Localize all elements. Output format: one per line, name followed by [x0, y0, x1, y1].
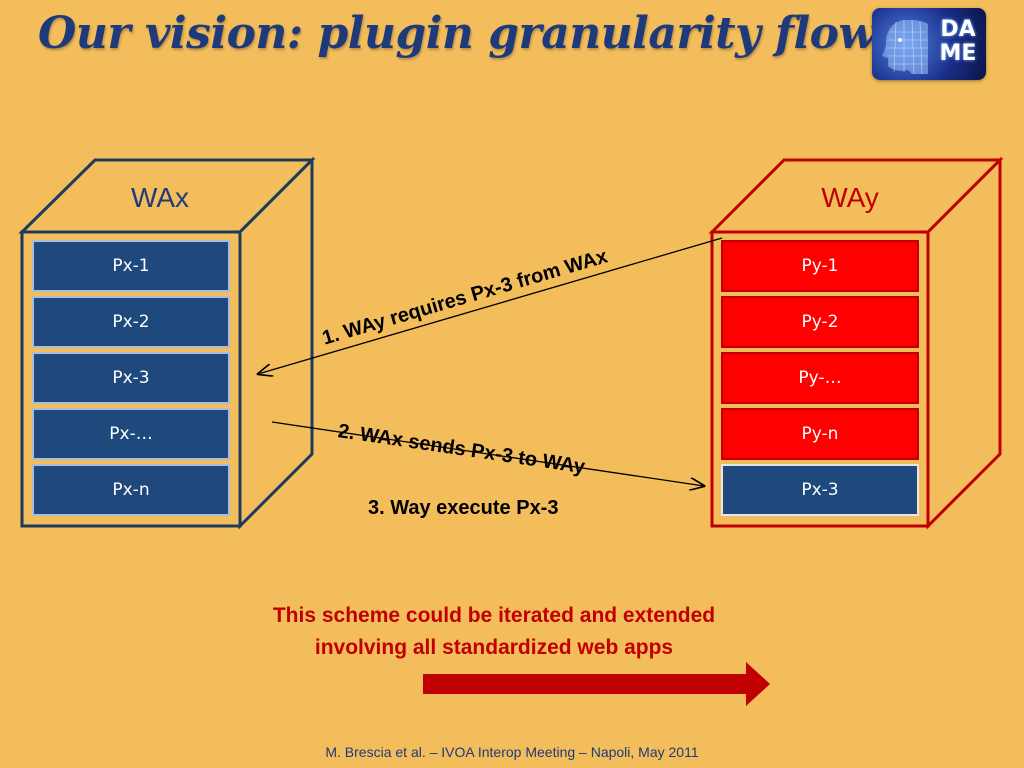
wax-plugin-4: Px-… — [32, 408, 230, 460]
step-3-label: 3. Way execute Px-3 — [368, 497, 559, 519]
face-wireframe-icon — [882, 19, 928, 75]
wax-label: WAx — [130, 182, 190, 213]
send-arrow — [271, 421, 704, 486]
wax-plugin-5: Px-n — [32, 464, 230, 516]
way-label: WAy — [821, 182, 879, 213]
way-plugin-received: Px-3 — [721, 464, 919, 516]
page-title: Our vision: plugin granularity flow — [38, 8, 876, 59]
way-plugin-4: Py-n — [721, 408, 919, 460]
request-arrow — [258, 237, 723, 374]
wax-plugin-2: Px-2 — [32, 296, 230, 348]
wax-plugin-3: Px-3 — [32, 352, 230, 404]
way-plugin-2: Py-2 — [721, 296, 919, 348]
way-plugin-3: Py-… — [721, 352, 919, 404]
iteration-arrow — [423, 662, 770, 706]
iteration-note: This scheme could be iterated and extend… — [272, 604, 716, 659]
wax-plugin-1: Px-1 — [32, 240, 230, 292]
way-plugin-1: Py-1 — [721, 240, 919, 292]
footer-citation: M. Brescia et al. – IVOA Interop Meeting… — [325, 744, 699, 760]
